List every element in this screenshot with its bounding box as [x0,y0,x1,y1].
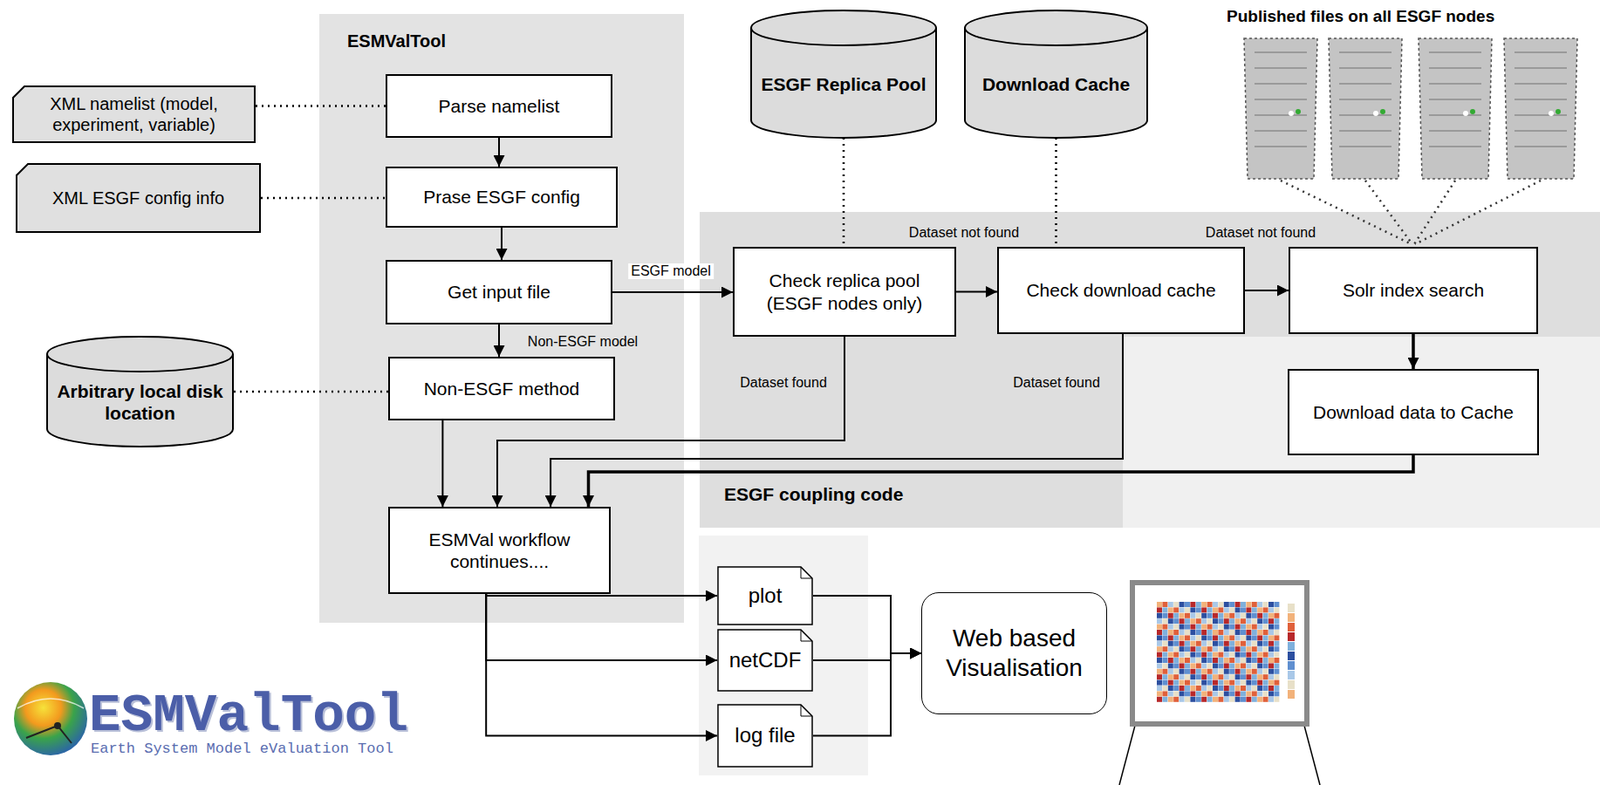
text-wrap: ESGF Replica Pool [750,10,937,138]
input-file: XML namelist (model, experiment, variabl… [12,85,256,144]
box-label: plot [748,583,783,609]
box-label: log file [734,723,795,749]
box-label: ESMVal workflow continues.... [396,528,602,573]
edge-label: Non-ESGF model [525,334,641,350]
box-label: Check download cache [1025,279,1216,301]
output-document: netCDF [717,629,814,692]
data-store: Arbitrary local disk location [46,336,234,447]
text-wrap: Prase ESGF config [387,168,616,226]
group-title: ESGF coupling code [724,484,903,506]
note-outline [12,85,256,144]
text-wrap: Arbitrary local disk location [46,336,234,447]
group-title: ESMValTool [347,31,446,52]
box-label: Check replica pool (ESGF nodes only) [741,269,948,314]
flow-arrow [441,420,444,507]
process-box: ESMVal workflow continues.... [388,506,611,595]
flow-arrow [813,653,922,661]
output-document: log file [717,704,814,768]
text-wrap: Get input file [387,261,611,323]
box-label: Non-ESGF method [423,377,581,400]
text-wrap: Download Cache [964,10,1149,138]
flow-arrow [500,227,503,260]
box-label: XML ESGF config info [52,187,225,209]
store-label: Arbitrary local disk location [53,380,227,424]
edge-label: Dataset found [1010,375,1103,391]
text-wrap: plot [717,566,814,626]
process-box: Solr index search [1288,246,1539,335]
flow-arrow [498,137,500,167]
process-box: Non-ESGF method [388,356,616,421]
box-label: Prase ESGF config [423,185,581,208]
box-label: Solr index search [1342,279,1484,301]
box-label: netCDF [729,648,802,674]
cyl-outline [964,10,1149,138]
edge-label: Dataset found [737,375,830,391]
dotted-link [842,137,846,247]
store-label: Download Cache [982,73,1130,96]
output-document: plot [717,566,814,626]
text-wrap: Parse namelist [387,75,611,137]
server-leaders [1280,180,1541,245]
text-wrap: Check replica pool (ESGF nodes only) [734,248,955,336]
process-box: Get input file [385,259,613,325]
flow-arrow [813,653,922,737]
text-wrap: Check download cache [998,248,1244,333]
box-label: Web based Visualisation [929,623,1100,683]
logo-globe [13,682,88,756]
section-heading: Published files on all ESGF nodes [1226,6,1495,27]
text-wrap: Solr index search [1290,248,1537,333]
flow-arrow [1244,289,1289,292]
text-wrap: XML namelist (model, experiment, variabl… [12,85,256,144]
text-wrap: Download data to Cache [1289,370,1538,454]
flow-arrow [588,455,1415,507]
output-panel [698,535,869,776]
server-icons [1244,38,1578,179]
text-wrap: ESMVal workflow continues.... [389,508,609,593]
text-wrap: log file [717,704,814,768]
box-label: Get input file [447,280,551,303]
logo-subtitle: Earth System Model eValuation Tool [90,741,394,757]
tool-panel: ESMValToolParse namelistPrase ESGF confi… [319,13,684,623]
cyl-outline [750,10,937,138]
dotted-link [1054,137,1058,247]
store-label: ESGF Replica Pool [760,73,926,96]
flow-arrow [1411,334,1416,370]
text-wrap: Web based Visualisation [922,593,1107,714]
process-box: Prase ESGF config [385,166,618,228]
box-label: XML namelist (model, experiment, variabl… [24,93,244,136]
display-board [1119,582,1320,785]
edge-label: ESGF model [628,263,714,280]
edge-label: Dataset not found [1203,225,1319,241]
coupling-band: ESGF coupling code Check replica pool (ES… [699,211,1600,528]
visualisation-box: Web based Visualisation [921,592,1108,715]
flow-arrow [498,324,500,357]
process-box: Check replica pool (ESGF nodes only) [732,246,957,337]
process-box: Check download cache [997,246,1245,335]
data-store: Download Cache [964,10,1149,138]
text-wrap: XML ESGF config info [15,163,261,233]
flow-arrow [813,595,922,654]
coupling-band-light [1122,336,1600,528]
coupling-band-fill [699,211,1600,528]
box-label: Download data to Cache [1312,401,1514,424]
flow-arrow [956,291,998,294]
text-wrap: Non-ESGF method [389,358,614,419]
text-wrap: netCDF [717,629,814,692]
process-box: Download data to Cache [1287,369,1539,456]
process-box: Parse namelist [385,74,613,138]
flow-arrow [612,291,733,294]
logo-text: ESMValTool [88,689,409,743]
data-store: ESGF Replica Pool [750,10,937,138]
input-file: XML ESGF config info [15,163,261,233]
box-label: Parse namelist [438,95,561,117]
edge-label: Dataset not found [906,225,1022,241]
